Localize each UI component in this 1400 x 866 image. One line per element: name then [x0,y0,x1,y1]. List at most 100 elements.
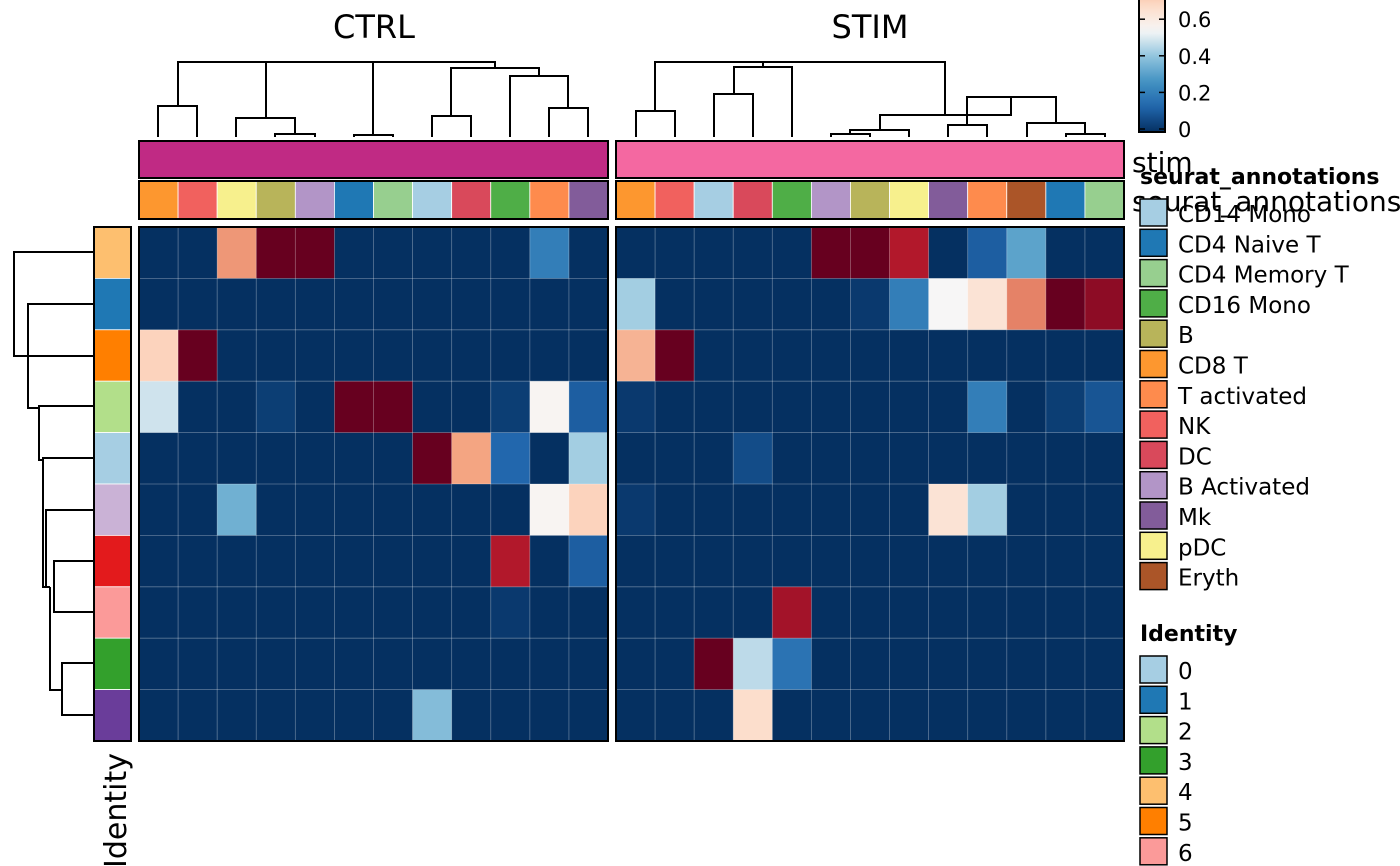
heatmap-cell [373,484,413,536]
heatmap-cell [334,432,374,485]
heatmap-cell [568,638,609,690]
heatmap-cell [850,586,890,639]
heatmap-cell [1006,535,1047,588]
identity-annotation-frame [93,226,132,742]
heatmap-cell [850,484,890,536]
heatmap-cell [889,638,929,690]
heatmap-cell [451,227,492,279]
annotation-legend-label: CD4 Memory T [1178,263,1350,289]
heatmap-cell [694,329,734,382]
identity-legend-swatch [1139,837,1168,866]
heatmap-cell [217,432,257,485]
heatmap-cell [1006,689,1047,742]
heatmap-cell [694,689,734,742]
heatmap-cell [772,432,812,485]
identity-cell-1 [93,277,132,331]
heatmap-cell [1006,484,1047,536]
heatmap-cell [811,689,851,742]
heatmap-cell [733,227,773,279]
heatmap-cell [967,329,1008,382]
heatmap-cell [733,432,773,485]
heatmap-cell [967,278,1008,331]
heatmap-cell [139,535,179,588]
heatmap-cell [850,329,890,382]
heatmap-cell [928,689,968,742]
heatmap-cell [373,278,413,331]
heatmap-cell [178,689,218,742]
identity-legend-label: 6 [1178,841,1193,866]
heatmap-cell [616,432,656,485]
heatmap-cell [889,329,929,382]
heatmap-cell [412,432,452,485]
heatmap-cell [1045,227,1086,279]
heatmap-cell [967,535,1008,588]
heatmap-cell [1084,329,1125,382]
heatmap-cell [616,535,656,588]
annotation-legend-swatch [1139,228,1168,258]
heatmap-cell [1084,381,1125,433]
heatmap-cell [568,689,609,742]
identity-cell-3 [93,637,132,691]
heatmap-cell [373,586,413,639]
heatmap-cell [568,484,609,536]
heatmap-cell [616,689,656,742]
heatmap-cell [772,381,812,433]
annotation-legend-swatch [1139,380,1168,409]
heatmap-cell [1045,535,1086,588]
identity-annotation-column [93,226,132,742]
heatmap-cell [772,227,812,279]
heatmap-cell [295,381,335,433]
heatmap-cell [928,484,968,536]
heatmap-cell [256,227,296,279]
identity-cell-4 [93,226,132,279]
heatmap-cell [178,586,218,639]
heatmap-cell [529,689,570,742]
heatmap-cell [490,638,531,690]
row-dendrogram [13,251,94,716]
heatmap-cell [217,535,257,588]
annotation-legend-label: CD14 Mono [1178,202,1311,228]
heatmap-cell [889,278,929,331]
heatmap-cell [733,278,773,331]
heatmap-cell [1084,638,1125,690]
heatmap-cell [655,329,695,382]
heatmap-cell [217,227,257,279]
heatmap-cell [568,586,609,639]
heatmap-cell [928,329,968,382]
identity-legend-label: 2 [1178,720,1193,746]
heatmap-cell [655,638,695,690]
heatmap-cell [616,638,656,690]
heatmap-cell [850,432,890,485]
heatmap-cell [889,586,929,639]
stim-track-ctrl [138,140,609,179]
annotation-legend-label: B Activated [1178,475,1310,501]
annotation-legend-swatch [1139,198,1168,227]
heatmap-cell [217,329,257,382]
identity-legend-swatch [1139,715,1168,745]
heatmap-cell [373,689,413,742]
heatmap-cell [373,329,413,382]
heatmap-cell [694,586,734,639]
heatmap-cell [772,535,812,588]
heatmap-cell [811,484,851,536]
heatmap-cell [256,638,296,690]
heatmap-cell [694,278,734,331]
annotation-legend-swatch [1139,440,1168,470]
annotation-cell [373,180,413,220]
annotation-cell [967,180,1008,220]
heatmap-cell [451,278,492,331]
panel-title-ctrl: CTRL [333,8,415,46]
identity-legend-label: 0 [1178,659,1193,685]
heatmap-cell [655,586,695,639]
heatmap-cell [967,432,1008,485]
heatmap-cell [811,432,851,485]
heatmap-cell [217,689,257,742]
heatmap-cell [616,484,656,536]
column-dendrogram-stim [635,61,1106,137]
heatmap-cell [217,638,257,690]
annotation-cell [1045,180,1086,220]
heatmap-cell [451,432,492,485]
identity-cell-7 [93,535,132,588]
heatmap-cell [295,329,335,382]
